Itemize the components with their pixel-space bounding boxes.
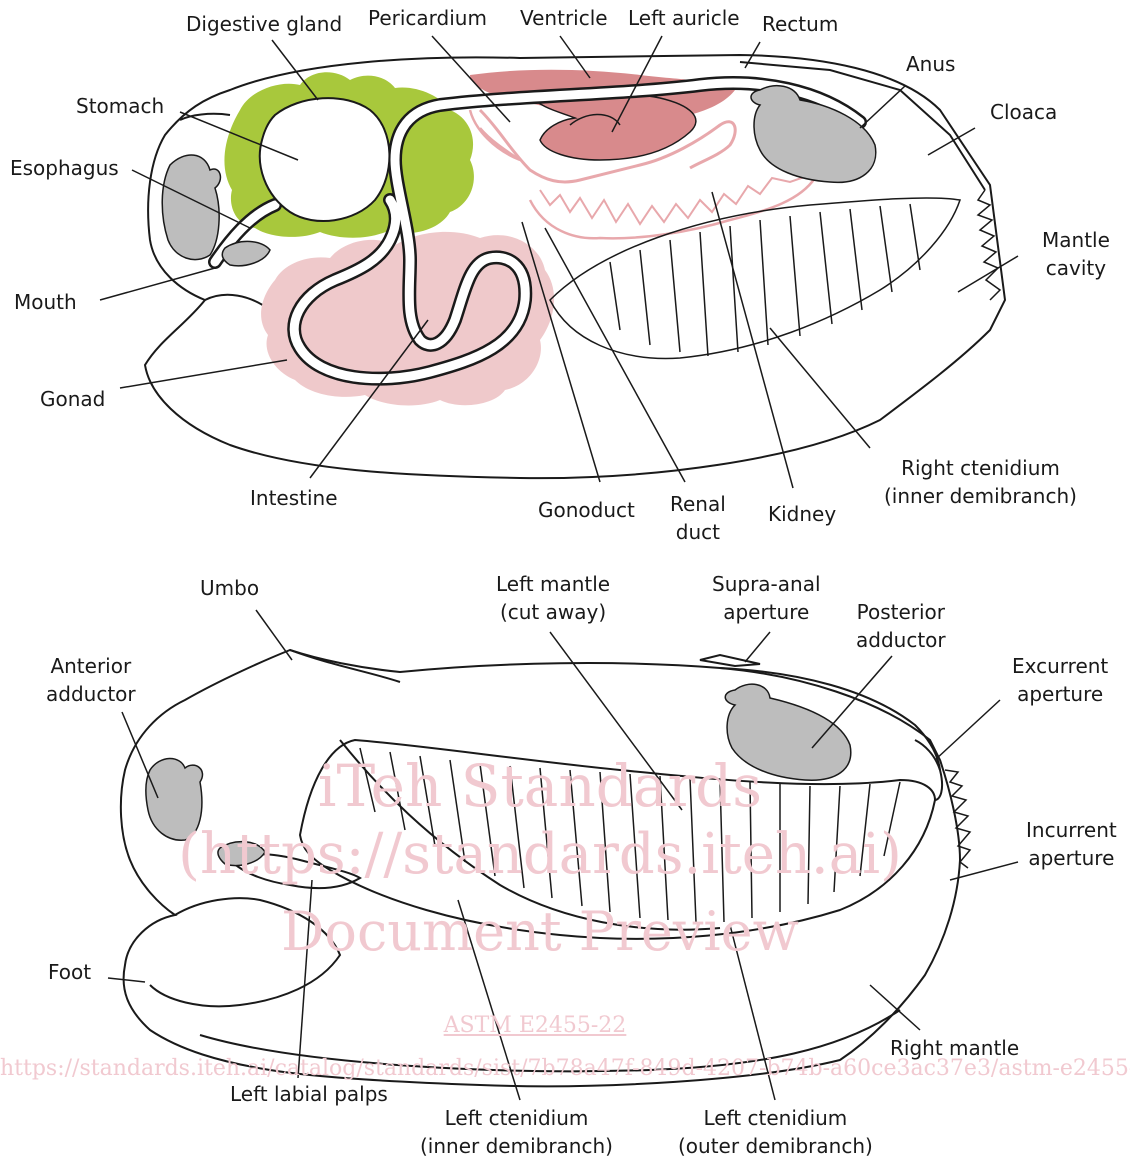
- label-right-mantle: Right mantle: [890, 1034, 1019, 1062]
- label-posterior-adductor: Posterior adductor: [856, 598, 946, 654]
- leader-renal-duct: [545, 228, 685, 482]
- kidney-lower-outline: [530, 170, 815, 239]
- pericardium-outline: [470, 110, 520, 160]
- label-esophagus: Esophagus: [10, 154, 119, 182]
- label-left-ctenidium-outer: Left ctenidium (outer demibranch): [678, 1104, 873, 1160]
- kidney-zigzag: [540, 175, 810, 224]
- label-mouth: Mouth: [14, 288, 77, 316]
- label-ventricle: Ventricle: [520, 4, 608, 32]
- label-mantle-cavity: Mantle cavity: [1042, 226, 1110, 282]
- leader-supra-anal: [745, 632, 770, 662]
- leader-anterior-adductor: [122, 712, 158, 798]
- leader-mouth: [100, 268, 215, 300]
- top-ctenidium-outline: [550, 198, 960, 359]
- label-foot: Foot: [48, 958, 91, 986]
- label-anterior-adductor: Anterior adductor: [46, 652, 136, 708]
- leader-right-ctenidium: [770, 328, 870, 448]
- label-stomach: Stomach: [76, 92, 164, 120]
- bottom-serrated-edge: [945, 770, 970, 868]
- top-palp: [222, 241, 270, 265]
- top-ctenidium: [550, 198, 960, 359]
- label-renal-duct: Renal duct: [670, 490, 726, 546]
- leader-posterior-adductor: [812, 656, 892, 748]
- leader-umbo: [256, 610, 292, 660]
- label-left-ctenidium-inner: Left ctenidium (inner demibranch): [420, 1104, 613, 1160]
- label-right-ctenidium: Right ctenidium (inner demibranch): [884, 454, 1077, 510]
- label-anus: Anus: [906, 50, 955, 78]
- label-gonad: Gonad: [40, 385, 105, 413]
- label-left-auricle: Left auricle: [628, 4, 740, 32]
- label-left-mantle: Left mantle (cut away): [496, 570, 610, 626]
- leader-mantle-cavity: [958, 256, 1018, 292]
- stomach-shape: [260, 98, 390, 221]
- label-intestine: Intestine: [250, 484, 338, 512]
- label-left-labial-palps: Left labial palps: [230, 1080, 388, 1108]
- top-serrated-edge: [978, 190, 1000, 300]
- leader-anus: [860, 86, 905, 128]
- bottom-aperture-edge: [915, 740, 942, 800]
- label-excurrent: Excurrent aperture: [1012, 652, 1108, 708]
- label-cloaca: Cloaca: [990, 98, 1057, 126]
- label-kidney: Kidney: [768, 500, 836, 528]
- leader-excurrent: [935, 700, 1000, 760]
- label-digestive-gland: Digestive gland: [186, 10, 342, 38]
- top-anterior-adductor: [162, 155, 220, 260]
- watermark-astm: ASTM E2455-22: [420, 1013, 650, 1038]
- watermark-line-3: Document Preview: [270, 900, 810, 963]
- supra-anal-notch: [700, 655, 760, 666]
- watermark-line-1: iTeh Standards: [310, 752, 770, 820]
- label-supra-anal: Supra-anal aperture: [712, 570, 821, 626]
- label-gonoduct: Gonoduct: [538, 496, 635, 524]
- top-foot-line: [205, 295, 270, 310]
- watermark-line-2: (https://standards.iteh.ai): [170, 822, 910, 887]
- bottom-umbo-line: [290, 650, 400, 682]
- leader-foot: [108, 978, 145, 982]
- label-umbo: Umbo: [200, 574, 259, 602]
- label-pericardium: Pericardium: [368, 4, 487, 32]
- top-ctenidium-lines: [610, 204, 920, 356]
- label-rectum: Rectum: [762, 10, 838, 38]
- label-incurrent: Incurrent aperture: [1026, 816, 1117, 872]
